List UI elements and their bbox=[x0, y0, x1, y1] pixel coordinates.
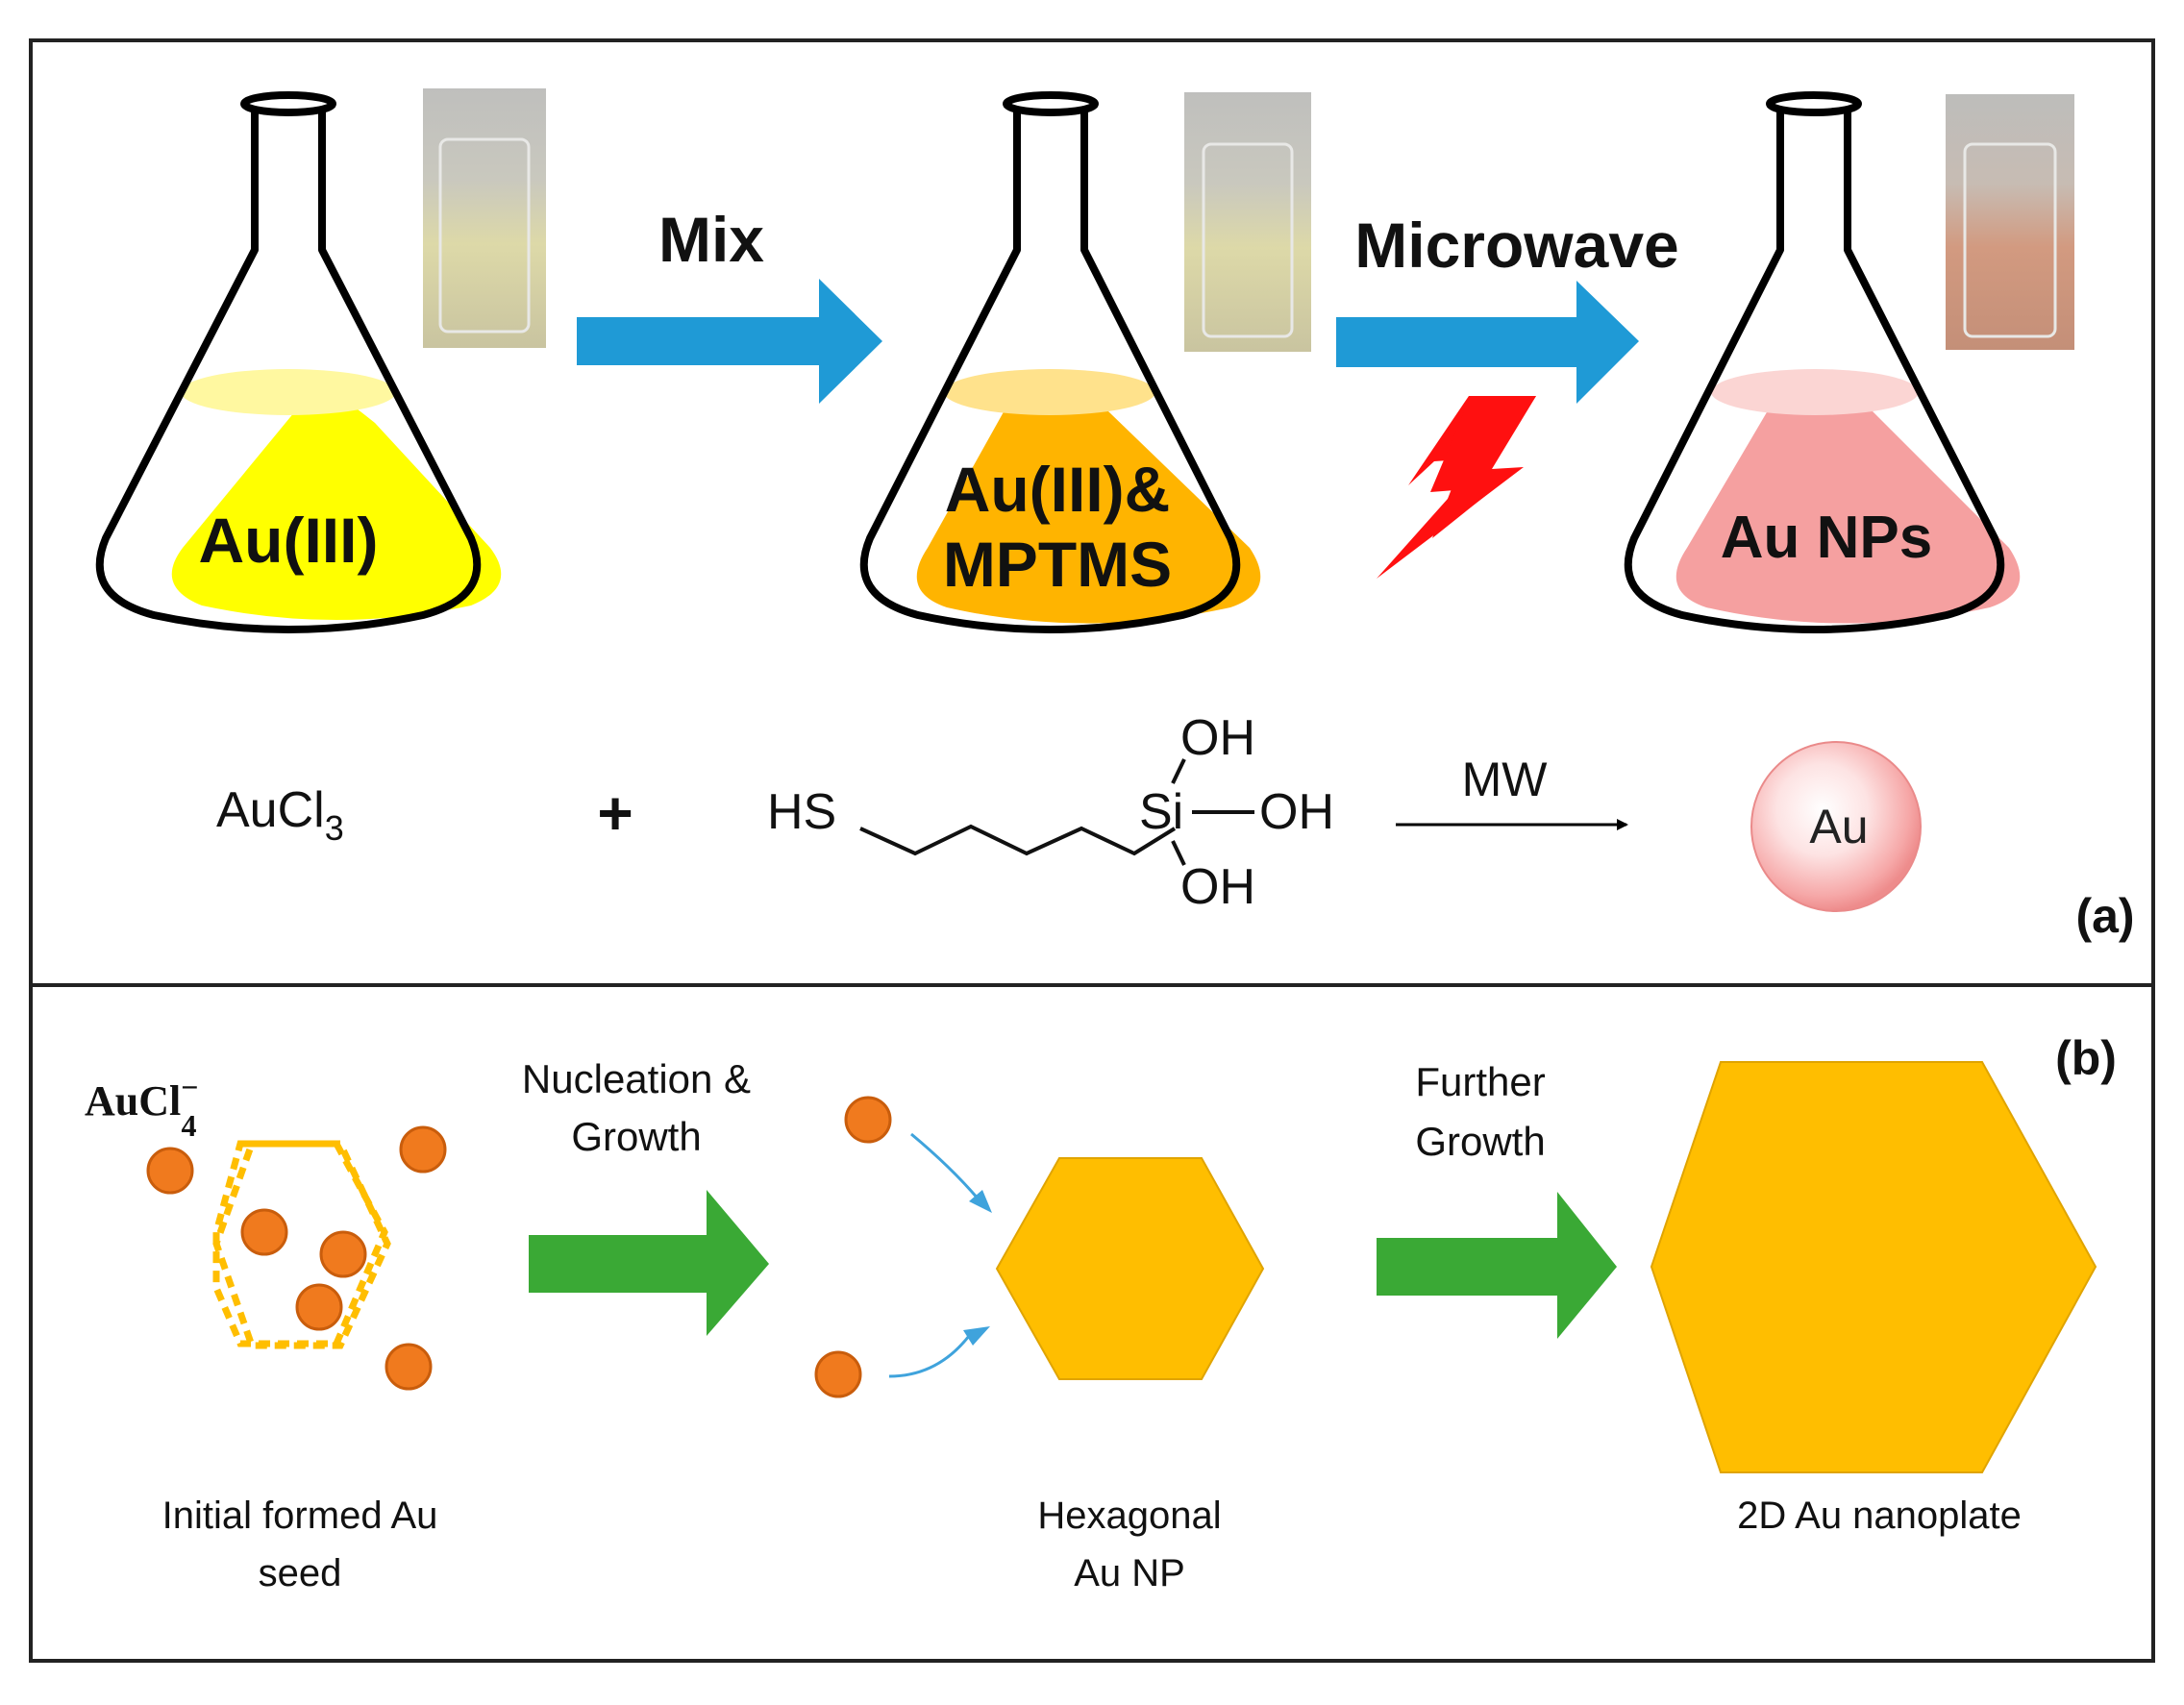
vial-photo-2 bbox=[1184, 92, 1311, 352]
label-au-product: Au bbox=[1809, 800, 1868, 853]
caption-seed-line1: Initial formed Au bbox=[162, 1495, 438, 1537]
attach-arrow-top bbox=[910, 1132, 980, 1200]
vial-1-glass bbox=[438, 137, 531, 334]
au-nanoparticle bbox=[1750, 741, 1922, 912]
label-oh-right: OH bbox=[1259, 784, 1334, 840]
caption-hex-line2: Au NP bbox=[1074, 1552, 1185, 1594]
arrow-microwave bbox=[1336, 281, 1639, 404]
au-particle bbox=[399, 1125, 447, 1174]
label-oh-bottom: OH bbox=[1180, 859, 1255, 915]
flask-label-line1: Au(III)& bbox=[945, 454, 1171, 525]
au-particle bbox=[146, 1147, 194, 1195]
au-particles bbox=[146, 1096, 892, 1398]
label-mw: MW bbox=[1462, 753, 1549, 806]
propyl-chain bbox=[859, 824, 1177, 856]
flask-au-iii: Au(III) bbox=[95, 91, 502, 633]
arrow-further-growth bbox=[1377, 1192, 1617, 1339]
au-particle bbox=[240, 1208, 288, 1256]
flask-au-nps: Au NPs bbox=[1624, 91, 2021, 633]
precursor-aucl4: AuCl−4 bbox=[85, 1070, 198, 1143]
reactant-aucl3: AuCl3 bbox=[216, 782, 344, 848]
vial-photo-3 bbox=[1946, 94, 2074, 350]
caption-hex-line1: Hexagonal bbox=[1037, 1495, 1221, 1537]
label-oh-top: OH bbox=[1180, 710, 1255, 766]
panel-b-label: (b) bbox=[2055, 1031, 2117, 1085]
label-hs: HS bbox=[767, 784, 836, 840]
arrow-mix bbox=[577, 279, 882, 404]
hexagonal-au-np bbox=[995, 1157, 1265, 1380]
plus-sign: + bbox=[597, 778, 633, 848]
arrow2-label-line1: Further bbox=[1415, 1059, 1545, 1104]
arrow2-label-line2: Growth bbox=[1415, 1119, 1545, 1164]
attach-arrow-bottom bbox=[888, 1335, 971, 1378]
vial-3-glass bbox=[1963, 142, 2057, 338]
au-particle bbox=[385, 1343, 433, 1391]
vial-2-glass bbox=[1202, 142, 1294, 338]
flask-label-au-nps: Au NPs bbox=[1721, 505, 1932, 571]
au-particle bbox=[295, 1283, 343, 1331]
flask-au-iii-mptms: Au(III)& MPTMS bbox=[859, 91, 1261, 633]
arrow-label-microwave: Microwave bbox=[1354, 210, 1678, 281]
bond-si-oh-bottom bbox=[1171, 840, 1186, 866]
bond-si-oh-top bbox=[1171, 758, 1186, 784]
arrow1-label-line2: Growth bbox=[571, 1114, 701, 1159]
au-particle bbox=[844, 1096, 892, 1144]
arrow1-label-line1: Nucleation & bbox=[522, 1056, 751, 1101]
attach-arrowhead-bottom bbox=[963, 1326, 990, 1346]
caption-nanoplate: 2D Au nanoplate bbox=[1737, 1495, 2022, 1537]
arrow-label-mix: Mix bbox=[658, 204, 764, 275]
label-si: Si bbox=[1139, 784, 1183, 840]
lightning-bolt-detail bbox=[1377, 396, 1536, 579]
vial-photo-1 bbox=[423, 88, 546, 348]
attach-arrowhead-top bbox=[969, 1190, 992, 1213]
au-particle bbox=[814, 1350, 862, 1398]
arrow-nucleation-growth bbox=[529, 1190, 769, 1336]
flask-label-au-iii: Au(III) bbox=[199, 505, 379, 576]
caption-seed-line2: seed bbox=[259, 1552, 342, 1594]
panel-a-label: (a) bbox=[2075, 889, 2134, 943]
seed-outline bbox=[212, 1140, 391, 1349]
flask-label-line2: MPTMS bbox=[943, 529, 1172, 600]
au-particle bbox=[319, 1230, 367, 1278]
au-nanoplate bbox=[1650, 1061, 2097, 1473]
